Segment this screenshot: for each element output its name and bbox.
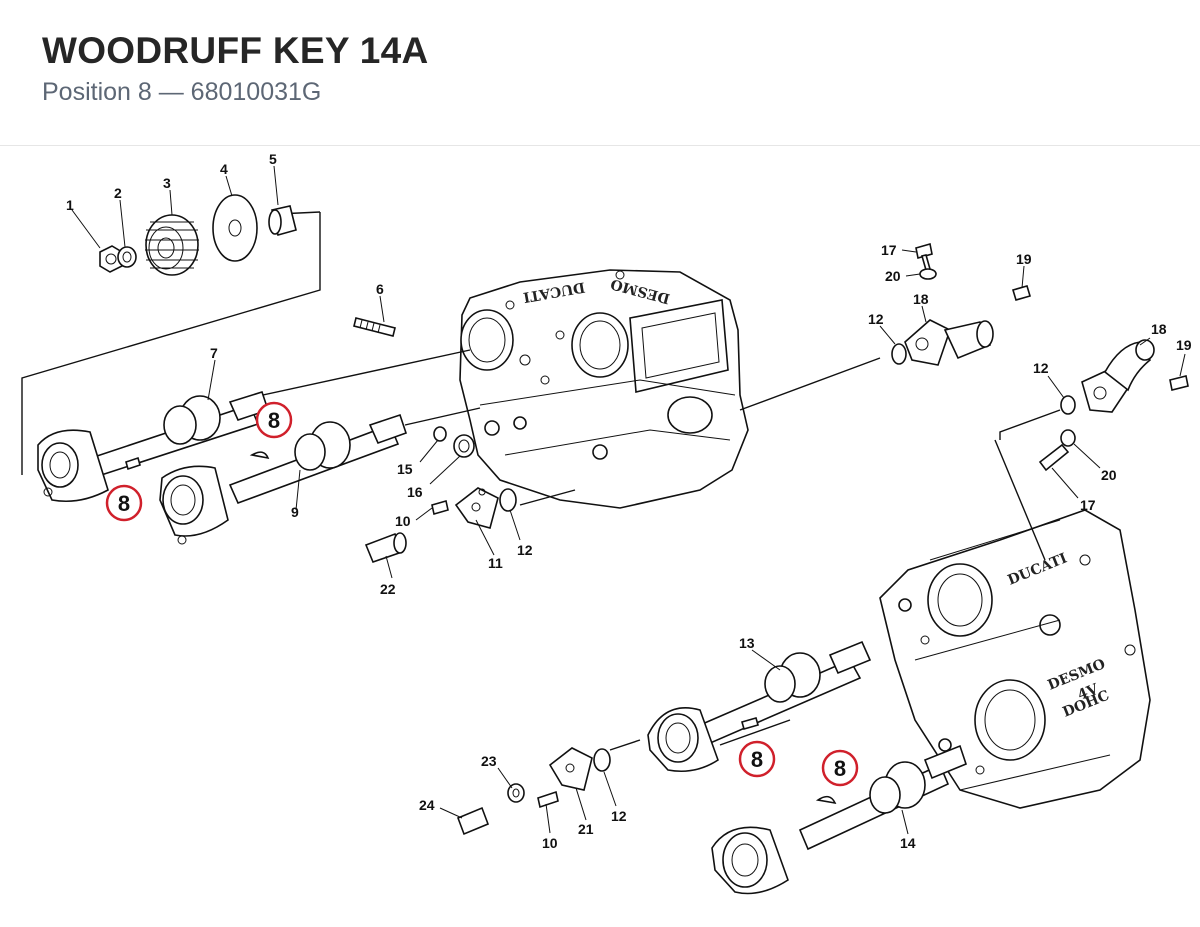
part-6-stud [353,317,396,337]
part-17-bolt-top [915,242,933,271]
part-5-spacer [268,205,297,236]
part-4-washer-plate [212,194,258,262]
label-17-top: 17 [881,242,897,258]
label-19-right: 19 [1176,337,1192,353]
part-17-bolt-right [1038,443,1070,472]
label-24: 24 [419,797,435,813]
part-16-bushing [453,434,475,458]
rear-cylinder-head: DUCATI DESMO 4V DOHC [879,509,1151,809]
label-18-top: 18 [913,291,929,307]
label-12-lower: 12 [611,808,627,824]
part-20-washer-right [1060,429,1076,447]
part-12-oring-front [499,488,517,512]
label-17-right: 17 [1080,497,1096,513]
part-9-camshaft [228,413,408,505]
label-16: 16 [407,484,423,500]
camshaft-cap-left [37,429,109,503]
part-13-camshaft [698,640,872,746]
part-12-oring-lower [593,748,611,772]
woodruff-key-lower-right [815,795,837,805]
part-19-bolt-top [1012,285,1031,301]
label-3: 3 [163,175,171,191]
camshaft-cap-lower [647,706,719,773]
part-23-washer [507,783,525,803]
part-15-plug [433,426,447,442]
part-10-bolt-lower [537,790,559,809]
front-cylinder-head: DUCATI DESMO [459,269,749,509]
part-18-elbow-right [1081,339,1155,413]
label-23: 23 [481,753,497,769]
highlight-callouts: 8 8 8 8 [105,401,859,787]
callout-8-lower-middle: 8 [738,740,776,778]
part-21-flange [548,747,593,791]
header: WOODRUFF KEY 14A Position 8 — 68010031G [0,0,1200,146]
label-21: 21 [578,821,594,837]
label-9: 9 [291,504,299,520]
part-labels: 1 2 3 4 5 6 7 9 15 16 10 22 11 12 17 20 … [66,151,1192,851]
label-22: 22 [380,581,396,597]
part-19-bolt-right [1169,375,1189,391]
label-19-top: 19 [1016,251,1032,267]
page-subtitle: Position 8 — 68010031G [42,78,322,106]
part-20-washer-top [919,268,937,280]
woodruff-key-lower-middle [741,717,759,730]
svg-text:8: 8 [751,747,763,772]
part-12-oring-top [891,343,907,365]
label-11: 11 [488,555,503,571]
casting-text-4v-rear: 4V [1076,681,1102,704]
woodruff-key-small-left [125,456,141,471]
part-24-sensor [456,806,490,836]
assembly-lines [21,211,1061,751]
svg-text:8: 8 [834,756,846,781]
label-12-top: 12 [868,311,884,327]
label-4: 4 [220,161,228,177]
label-12-front: 12 [517,542,533,558]
label-7: 7 [210,345,218,361]
camshaft-cap-bottom [711,826,789,895]
label-5: 5 [269,151,277,167]
label-6: 6 [376,281,384,297]
callout-8-top: 8 [255,401,293,439]
part-1-nut [99,245,123,273]
part-18-elbow-top [904,319,994,366]
part-12-oring-right [1060,395,1076,415]
callout-8-left: 8 [105,484,143,522]
part-7-camshaft [83,391,270,479]
svg-text:8: 8 [268,408,280,433]
svg-text:8: 8 [118,491,130,516]
callout-8-lower-right: 8 [821,749,859,787]
label-20-right: 20 [1101,467,1117,483]
label-1: 1 [66,197,74,213]
label-10: 10 [395,513,411,529]
label-12-right: 12 [1033,360,1049,376]
label-20-top: 20 [885,268,901,284]
part-2-washer [117,246,137,268]
label-18-right: 18 [1151,321,1167,337]
camshaft-cap-middle [159,465,229,545]
part-14-camshaft [798,744,967,851]
part-3-pulley [145,214,199,276]
label-2: 2 [114,185,122,201]
label-13: 13 [739,635,755,651]
part-11-flange [454,487,499,529]
part-22-sensor [364,532,407,564]
label-15: 15 [397,461,413,477]
part-10-bolt [431,499,449,516]
page-title: WOODRUFF KEY 14A [42,30,429,71]
label-14: 14 [900,835,916,851]
label-10-lower: 10 [542,835,558,851]
woodruff-key-top-left [249,451,270,460]
